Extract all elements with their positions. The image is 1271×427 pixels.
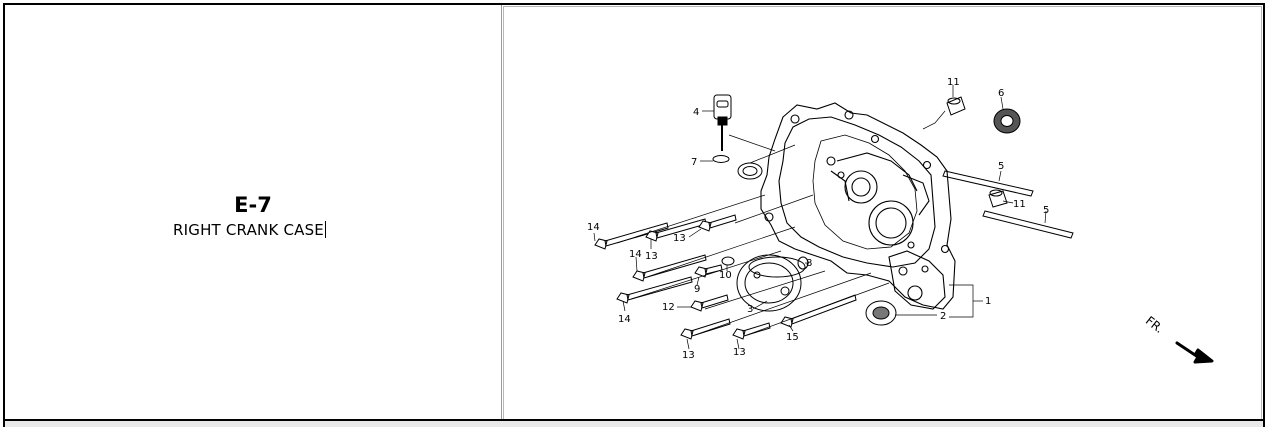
callout-5-upper: 5 xyxy=(998,161,1004,172)
callout-8: 8 xyxy=(806,258,812,269)
callout-7: 7 xyxy=(691,157,697,168)
callout-labels: 1 2 3 4 5 5 6 7 8 9 10 11 11 12 13 13 13… xyxy=(587,77,1049,361)
callout-5-lower: 5 xyxy=(1043,205,1049,216)
cover-plate xyxy=(736,254,806,312)
direction-arrow-icon xyxy=(1175,341,1214,364)
leader-lines xyxy=(593,85,1047,350)
callout-13-b: 13 xyxy=(673,233,686,244)
diagram-cell: 1 2 3 4 5 5 6 7 8 9 10 11 11 12 13 13 13… xyxy=(502,5,1263,419)
callout-11-lower: 11 xyxy=(1013,199,1026,210)
section-title[interactable]: RIGHT CRANK CASE xyxy=(173,221,326,239)
section-header-cell: E-7 RIGHT CRANK CASE xyxy=(5,5,502,419)
callout-13-d: 13 xyxy=(733,347,746,358)
callout-14-middle: 14 xyxy=(629,249,642,260)
callout-14-top: 14 xyxy=(587,222,600,233)
callout-15: 15 xyxy=(786,332,799,343)
callout-11-upper: 11 xyxy=(947,77,960,88)
text-caret xyxy=(325,221,326,238)
dowel-pin-lower xyxy=(988,189,1008,208)
page-frame: E-7 RIGHT CRANK CASE xyxy=(3,3,1265,421)
bottom-strip xyxy=(3,421,1265,427)
callout-2: 2 xyxy=(940,311,946,322)
callout-14-bottom: 14 xyxy=(618,314,631,325)
callout-1: 1 xyxy=(985,296,991,307)
dowel-pin-upper xyxy=(946,96,966,116)
crank-case-body xyxy=(760,102,956,310)
parts-diagram: 1 2 3 4 5 5 6 7 8 9 10 11 11 12 13 13 13… xyxy=(587,77,1214,364)
callout-3: 3 xyxy=(747,304,753,315)
callout-12: 12 xyxy=(662,302,675,313)
bearing-6 xyxy=(993,108,1021,134)
callout-10: 10 xyxy=(719,270,732,281)
callout-9: 9 xyxy=(694,284,700,295)
callout-13-a: 13 xyxy=(645,251,658,262)
callout-4: 4 xyxy=(693,107,699,118)
oil-seal-2 xyxy=(865,300,897,326)
callout-13-c: 13 xyxy=(682,350,695,361)
callout-6: 6 xyxy=(998,88,1004,99)
oil-dipstick xyxy=(712,94,732,163)
stud-bolts xyxy=(942,170,1074,239)
section-code: E-7 xyxy=(234,193,272,217)
